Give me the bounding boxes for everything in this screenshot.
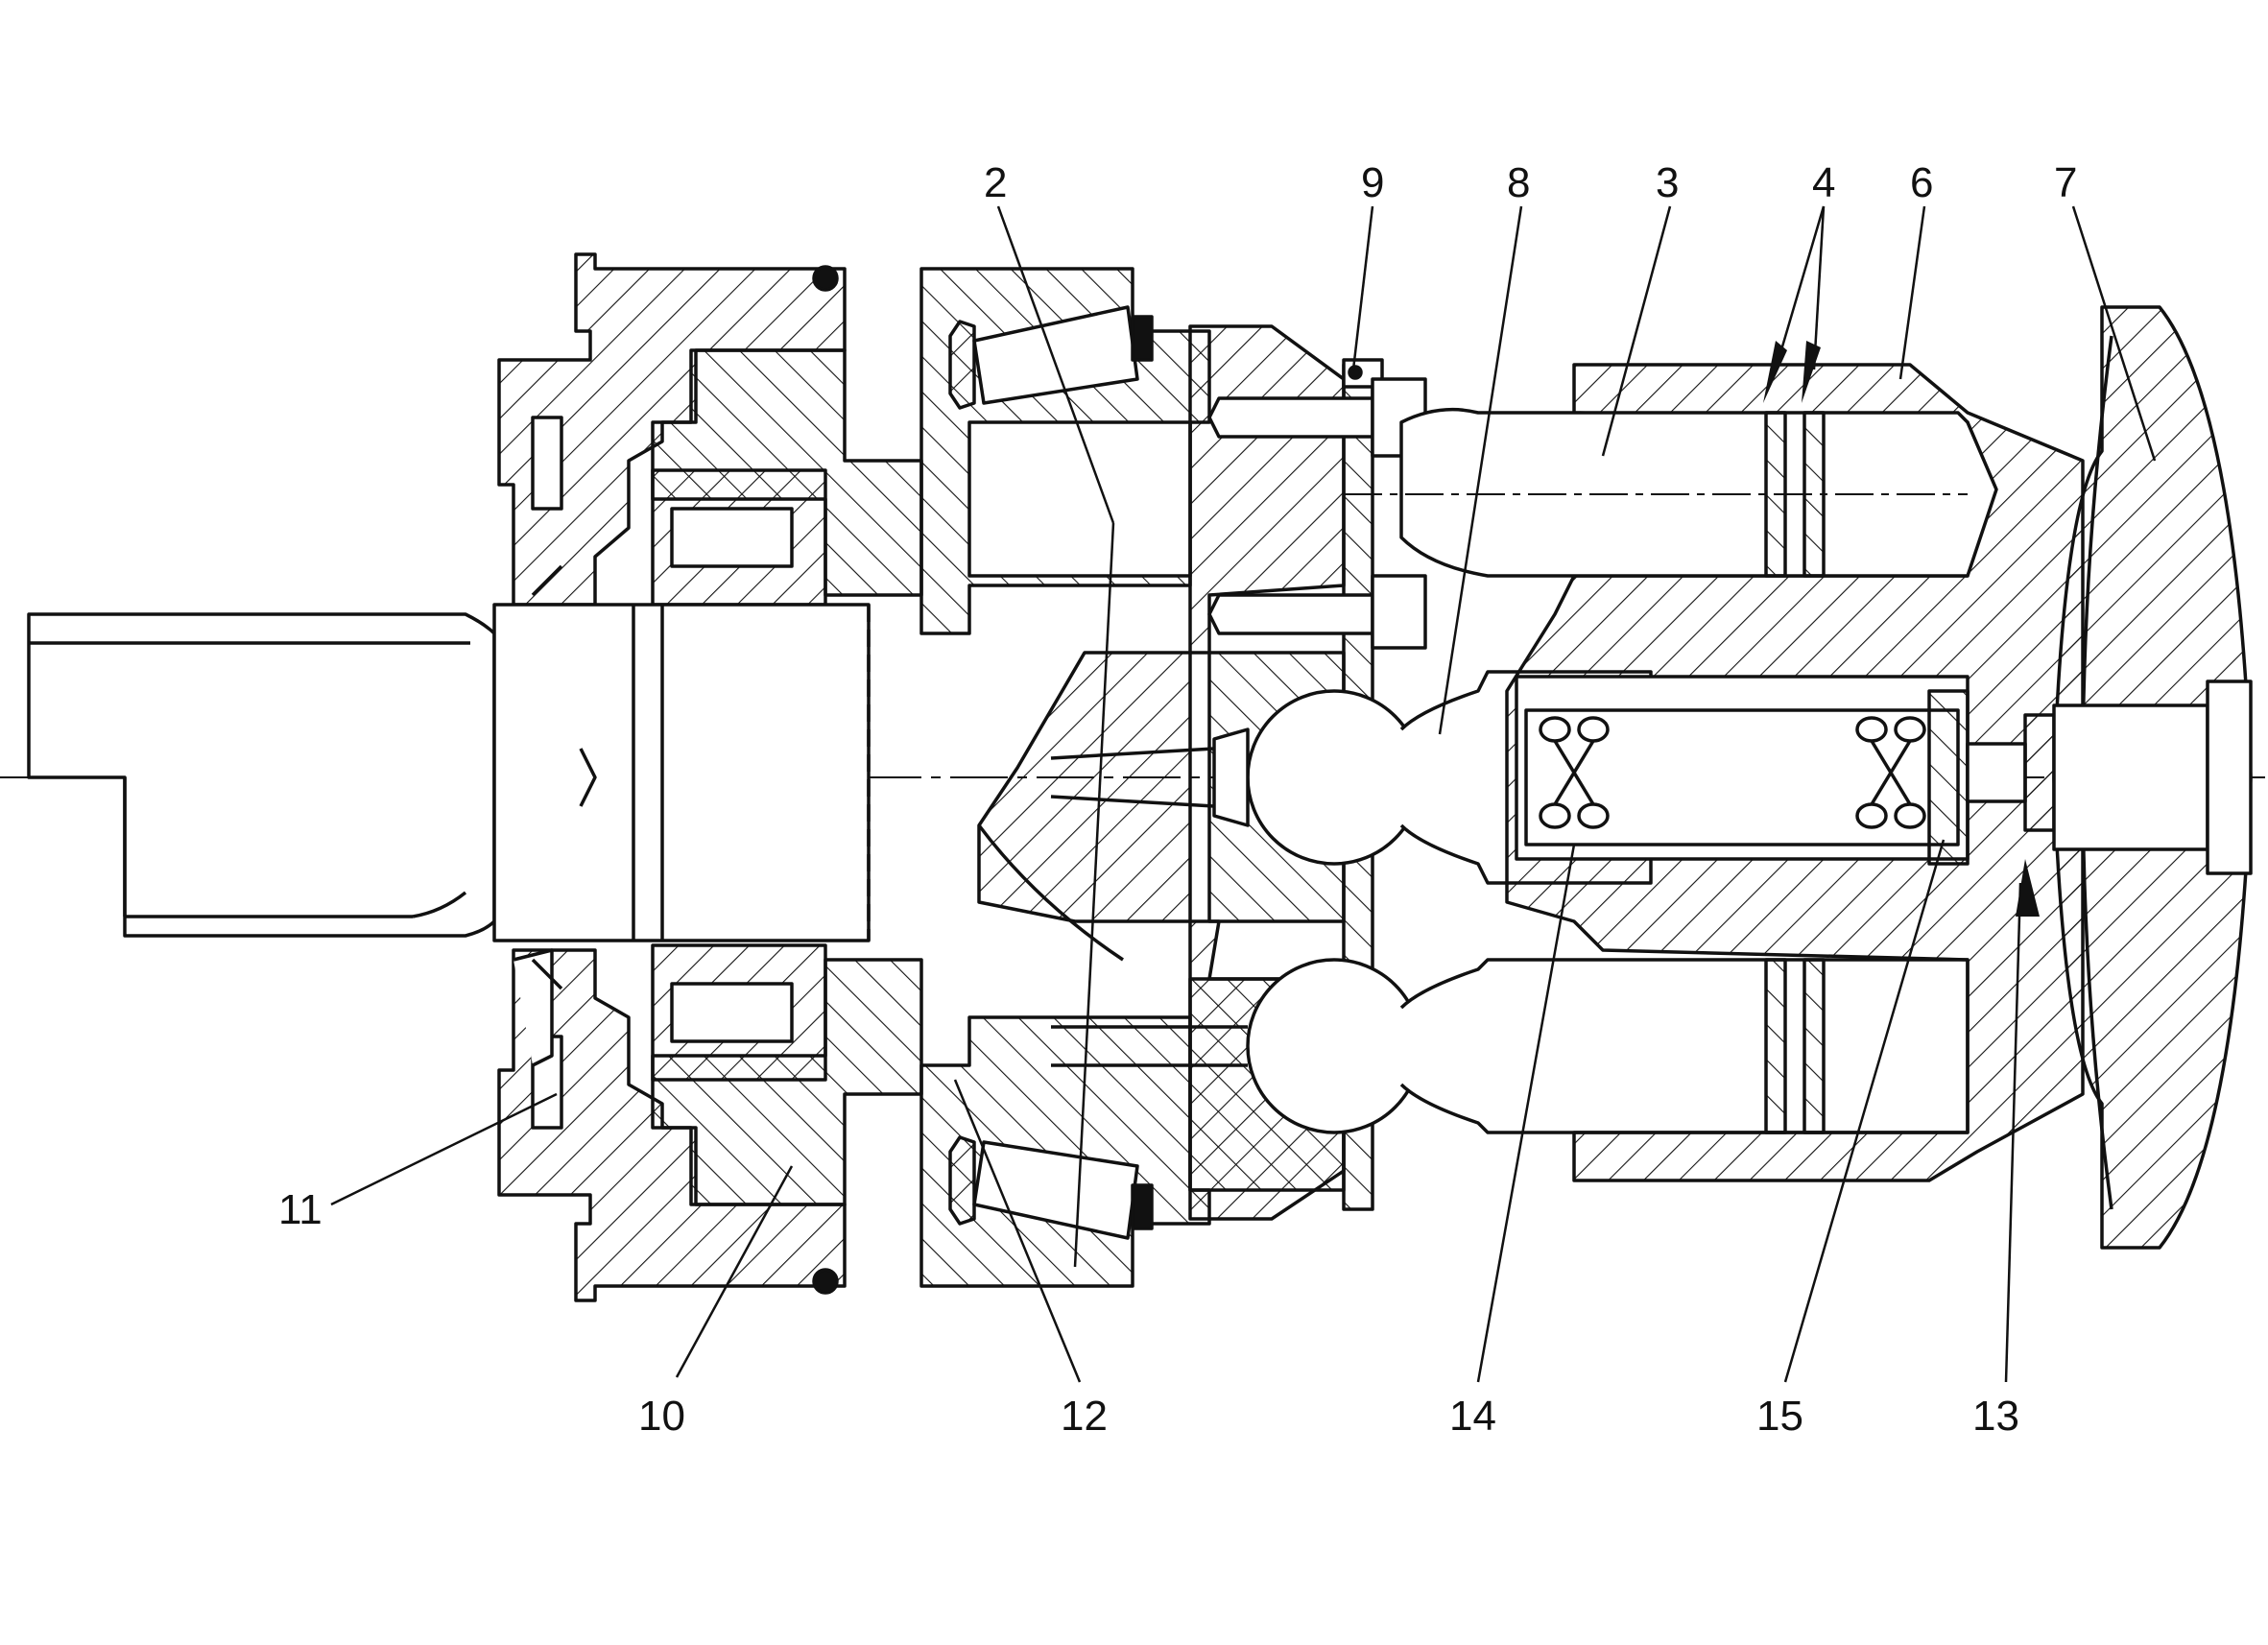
callout-6: 6: [1910, 159, 1933, 206]
front-housing-upper: [497, 252, 847, 607]
shaft-sleeve: [492, 603, 871, 942]
roller-bearing-lower: [651, 943, 827, 1082]
callout-8: 8: [1507, 159, 1530, 206]
valve-plate-7: [2052, 305, 2253, 1250]
spring-seat-15: [1927, 689, 1970, 866]
callout-11: 11: [278, 1186, 322, 1233]
callout-3: 3: [1656, 159, 1679, 206]
tapered-bearing-upper: [948, 305, 1154, 410]
callout-9: 9: [1361, 159, 1384, 206]
leader-lines: [330, 205, 2157, 1383]
piston-lower: [1051, 958, 1970, 1134]
flange-bolts: [1207, 377, 1427, 650]
drive-shaft: [27, 612, 496, 938]
callout-15: 15: [1756, 1393, 1803, 1440]
callout-4: 4: [1812, 159, 1835, 206]
callout-14: 14: [1449, 1393, 1496, 1440]
callout-13: 13: [1972, 1393, 2019, 1440]
center-pin-13: [1966, 713, 2056, 832]
shaft-seal-11: [513, 564, 563, 1067]
arrowheads: [1763, 341, 2040, 917]
callout-10: 10: [638, 1393, 685, 1440]
spring-14: [1524, 708, 1960, 846]
callout-7: 7: [2054, 159, 2077, 206]
callout-labels: 2 9 8 3 4 6 7 11 10 12 14 15 13: [278, 159, 2077, 1440]
roller-bearing-upper: [651, 468, 827, 607]
callout-12: 12: [1061, 1393, 1108, 1440]
tapered-bearing-lower: [948, 1135, 1154, 1240]
piston-3: [1344, 407, 1998, 1134]
callout-2: 2: [984, 159, 1007, 206]
